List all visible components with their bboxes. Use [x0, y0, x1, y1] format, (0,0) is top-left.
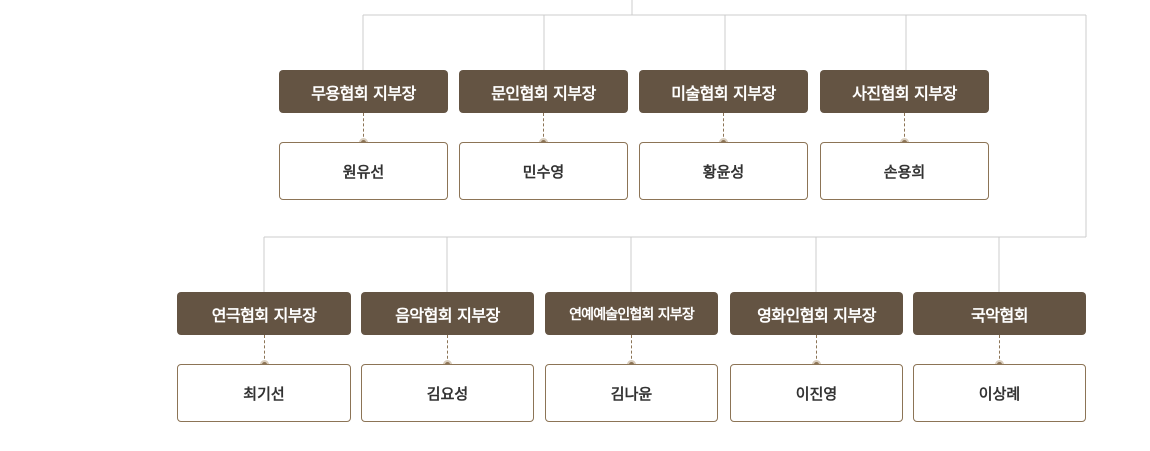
dashed-connector	[363, 113, 364, 142]
name-box-korean-music: 이상례	[913, 364, 1086, 422]
name-box-film: 이진영	[730, 364, 903, 422]
title-box-photography: 사진협회 지부장	[820, 70, 989, 113]
name-box-dance: 원유선	[279, 142, 448, 200]
name-box-music: 김요성	[361, 364, 534, 422]
name-box-theater: 최기선	[177, 364, 351, 422]
title-box-dance: 무용협회 지부장	[279, 70, 448, 113]
title-box-fine-arts: 미술협회 지부장	[639, 70, 808, 113]
name-box-photography: 손용희	[820, 142, 989, 200]
dashed-connector	[447, 335, 448, 364]
title-box-entertainment: 연예예술인협회 지부장	[545, 292, 718, 335]
name-box-fine-arts: 황윤성	[639, 142, 808, 200]
dashed-connector	[543, 113, 544, 142]
name-box-literature: 민수영	[459, 142, 628, 200]
dashed-connector	[904, 113, 905, 142]
title-box-theater: 연극협회 지부장	[177, 292, 351, 335]
dashed-connector	[264, 335, 265, 364]
title-box-music: 음악협회 지부장	[361, 292, 534, 335]
dashed-connector	[999, 335, 1000, 364]
dashed-connector	[816, 335, 817, 364]
dashed-connector	[631, 335, 632, 364]
title-box-literature: 문인협회 지부장	[459, 70, 628, 113]
name-box-entertainment: 김나윤	[545, 364, 718, 422]
title-box-film: 영화인협회 지부장	[730, 292, 903, 335]
dashed-connector	[723, 113, 724, 142]
title-box-korean-music: 국악협회	[913, 292, 1086, 335]
